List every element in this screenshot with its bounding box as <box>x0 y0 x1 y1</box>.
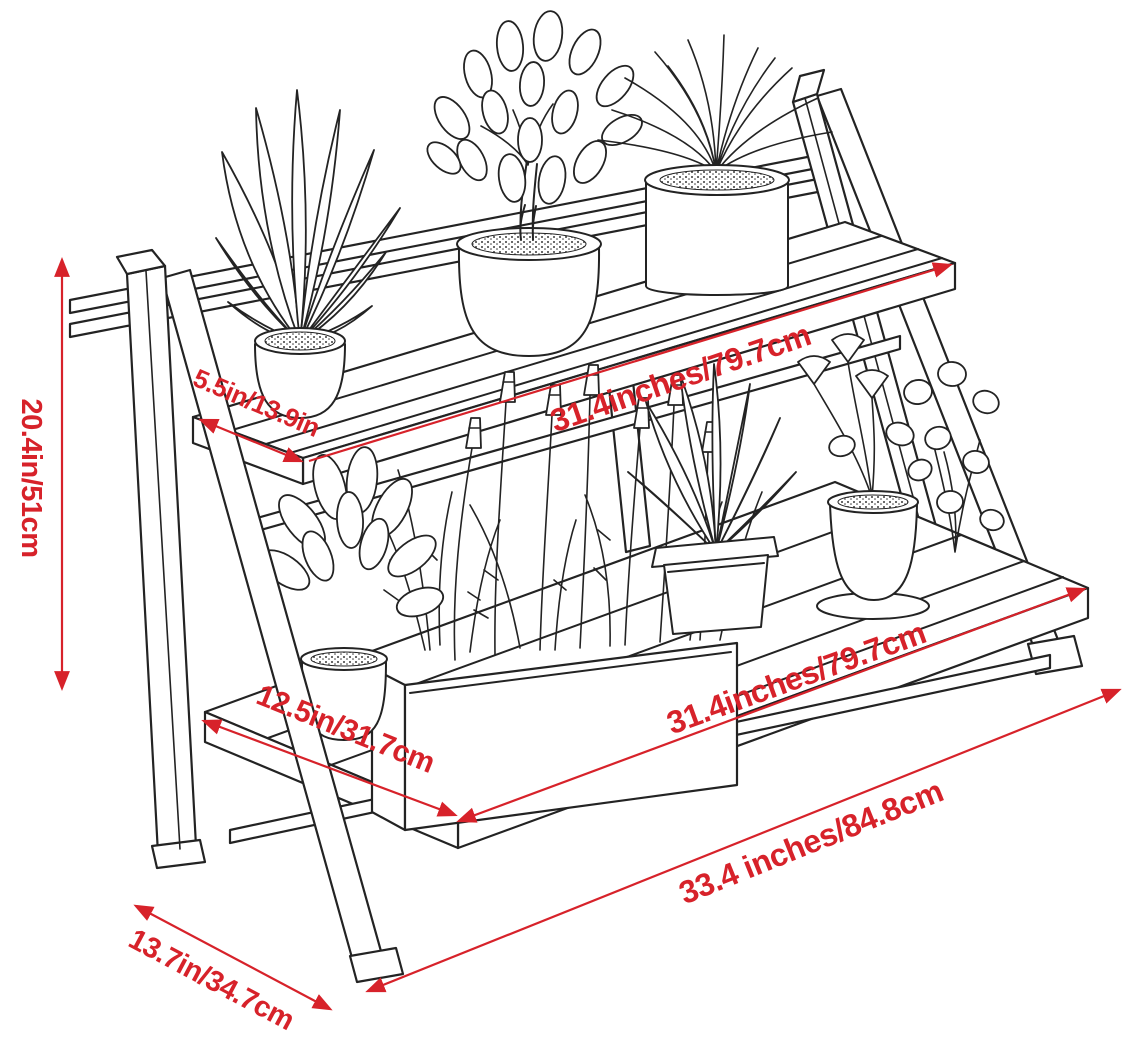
overall-height-dimension: 20.4in/51cm <box>15 257 70 691</box>
base-depth-dimension: 13.7in/34.7cm <box>123 904 333 1037</box>
potted-palm <box>597 34 833 296</box>
top-shelf-depth-arrow <box>198 418 304 463</box>
overall-height-label: 20.4in/51cm <box>15 399 47 558</box>
overall-width-label: 33.4 inches/84.8cm <box>674 772 948 911</box>
top-shelf-width-arrow <box>308 262 953 463</box>
base-depth-arrow <box>133 904 333 1011</box>
cylinder-pot <box>645 181 789 296</box>
round-pot <box>254 343 346 419</box>
top-shelf-plants <box>215 10 833 419</box>
base-depth-label: 13.7in/34.7cm <box>123 923 299 1037</box>
tapered-pot <box>457 247 601 357</box>
stand-line-art <box>68 10 1090 984</box>
square-pot-rim <box>651 536 779 568</box>
overall-width-arrow <box>365 688 1122 993</box>
potted-tree <box>426 10 643 357</box>
potted-dracaena <box>215 89 401 419</box>
round-leaf-vine <box>903 361 1005 553</box>
